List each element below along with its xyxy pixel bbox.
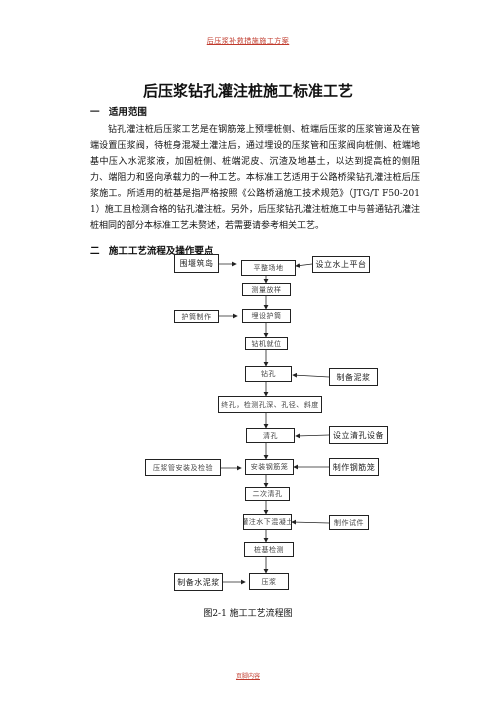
flow-box-cement-slurry: 制备水泥浆 <box>174 573 223 591</box>
section-number: 一 <box>90 107 100 118</box>
flow-box-survey: 测量放样 <box>242 283 291 296</box>
figure-caption: 图2-1 施工工艺流程图 <box>203 609 293 619</box>
flow-box-test-specimen: 制作试件 <box>329 515 369 530</box>
flow-box-cleaning-equipment: 设立清孔设备 <box>329 426 388 444</box>
flow-box-hole-cleaning: 清孔 <box>246 428 295 443</box>
flow-box-rig-position: 钻机就位 <box>245 337 288 350</box>
section-heading-process: 二 施工工艺流程及操作要点 <box>90 243 213 257</box>
flow-box-pour-concrete: 灌注水下混凝土 <box>243 514 292 530</box>
flow-box-casing-fabrication: 护筒制作 <box>174 310 219 323</box>
flow-box-grout-pipe: 压浆管安装及检验 <box>145 459 221 476</box>
body-paragraph: 钻孔灌注桩后压浆工艺是在钢筋笼上预埋桩侧、桩端后压浆的压浆管道及在管端设置压浆阀… <box>90 125 420 231</box>
flow-box-make-cage: 制作钢筋笼 <box>329 458 379 476</box>
section-title: 施工工艺流程及操作要点 <box>108 246 214 257</box>
flow-box-cofferdam: 围堰筑岛 <box>174 254 219 273</box>
flow-box-install-cage: 安装钢筋笼 <box>245 459 294 475</box>
flow-box-prepare-mud: 制备泥浆 <box>329 368 378 386</box>
page-header: 后压浆补救措施施工方案 <box>206 37 290 45</box>
flow-box-bury-casing: 埋设护筒 <box>242 309 291 323</box>
section-number: 二 <box>90 246 100 257</box>
flow-box-drilling: 钻孔 <box>245 366 292 382</box>
section-heading-scope: 一 适用范围 <box>90 104 147 118</box>
section-title: 适用范围 <box>108 107 147 118</box>
flow-box-level-site: 平整场地 <box>241 260 296 276</box>
flow-box-final-hole-check: 终孔，检测孔深、孔径、斜度 <box>218 396 322 413</box>
flow-box-second-cleaning: 二次清孔 <box>245 487 290 501</box>
page-title: 后压浆钻孔灌注桩施工标准工艺 <box>142 82 353 100</box>
flow-box-water-platform: 设立水上平台 <box>312 256 370 273</box>
flow-box-grouting: 压浆 <box>249 573 289 590</box>
page-footer: 页脚内容 <box>235 673 260 680</box>
flow-box-pile-testing: 桩基检测 <box>244 542 294 557</box>
